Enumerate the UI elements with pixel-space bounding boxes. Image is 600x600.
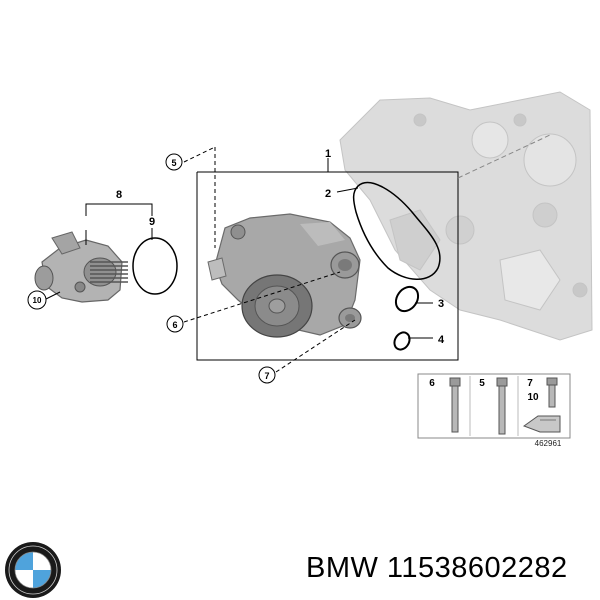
callout-6: 6 bbox=[166, 315, 184, 333]
callout-8: 8 bbox=[116, 189, 122, 201]
bmw-logo-icon bbox=[5, 542, 61, 598]
legend-label-7: 7 bbox=[527, 378, 533, 389]
svg-text:9: 9 bbox=[149, 216, 155, 228]
callout-4: 4 bbox=[438, 334, 445, 346]
legend-label-6: 6 bbox=[429, 378, 435, 389]
leader-lines bbox=[43, 134, 551, 373]
engine-block-image bbox=[339, 91, 593, 341]
svg-text:1: 1 bbox=[325, 148, 331, 160]
svg-text:7: 7 bbox=[264, 371, 269, 381]
callout-9: 9 bbox=[149, 216, 155, 228]
callout-3: 3 bbox=[438, 298, 444, 310]
thermostat-image bbox=[34, 231, 128, 303]
bolt-6-icon bbox=[449, 377, 461, 433]
legend-label-5: 5 bbox=[479, 378, 485, 389]
callout-5: 5 bbox=[165, 153, 183, 171]
svg-text:6: 6 bbox=[172, 320, 177, 330]
svg-text:5: 5 bbox=[171, 158, 176, 168]
part-number-label: BMW 11538602282 bbox=[306, 552, 568, 584]
water-pump-image bbox=[207, 213, 362, 338]
group-frame bbox=[196, 171, 459, 361]
callout-2: 2 bbox=[325, 188, 331, 200]
o-ring-part-3 bbox=[394, 285, 420, 313]
bolt-5-icon bbox=[496, 377, 508, 435]
bolt-7-icon bbox=[546, 377, 558, 408]
legend-label-10: 10 bbox=[527, 392, 539, 403]
gasket-part-2 bbox=[352, 181, 441, 280]
diagram-ref-number: 462961 bbox=[535, 439, 562, 448]
o-ring-part-4 bbox=[393, 331, 411, 351]
svg-text:4: 4 bbox=[438, 334, 445, 346]
svg-text:8: 8 bbox=[116, 189, 122, 201]
svg-text:3: 3 bbox=[438, 298, 444, 310]
svg-text:10: 10 bbox=[33, 296, 42, 305]
callout-7: 7 bbox=[258, 366, 276, 384]
bolt-legend: 6 5 7 10 462961 bbox=[417, 373, 571, 448]
svg-text:2: 2 bbox=[325, 188, 331, 200]
callout-10: 10 bbox=[27, 290, 47, 310]
o-ring-part-9 bbox=[132, 237, 178, 295]
callout-1: 1 bbox=[325, 148, 331, 172]
